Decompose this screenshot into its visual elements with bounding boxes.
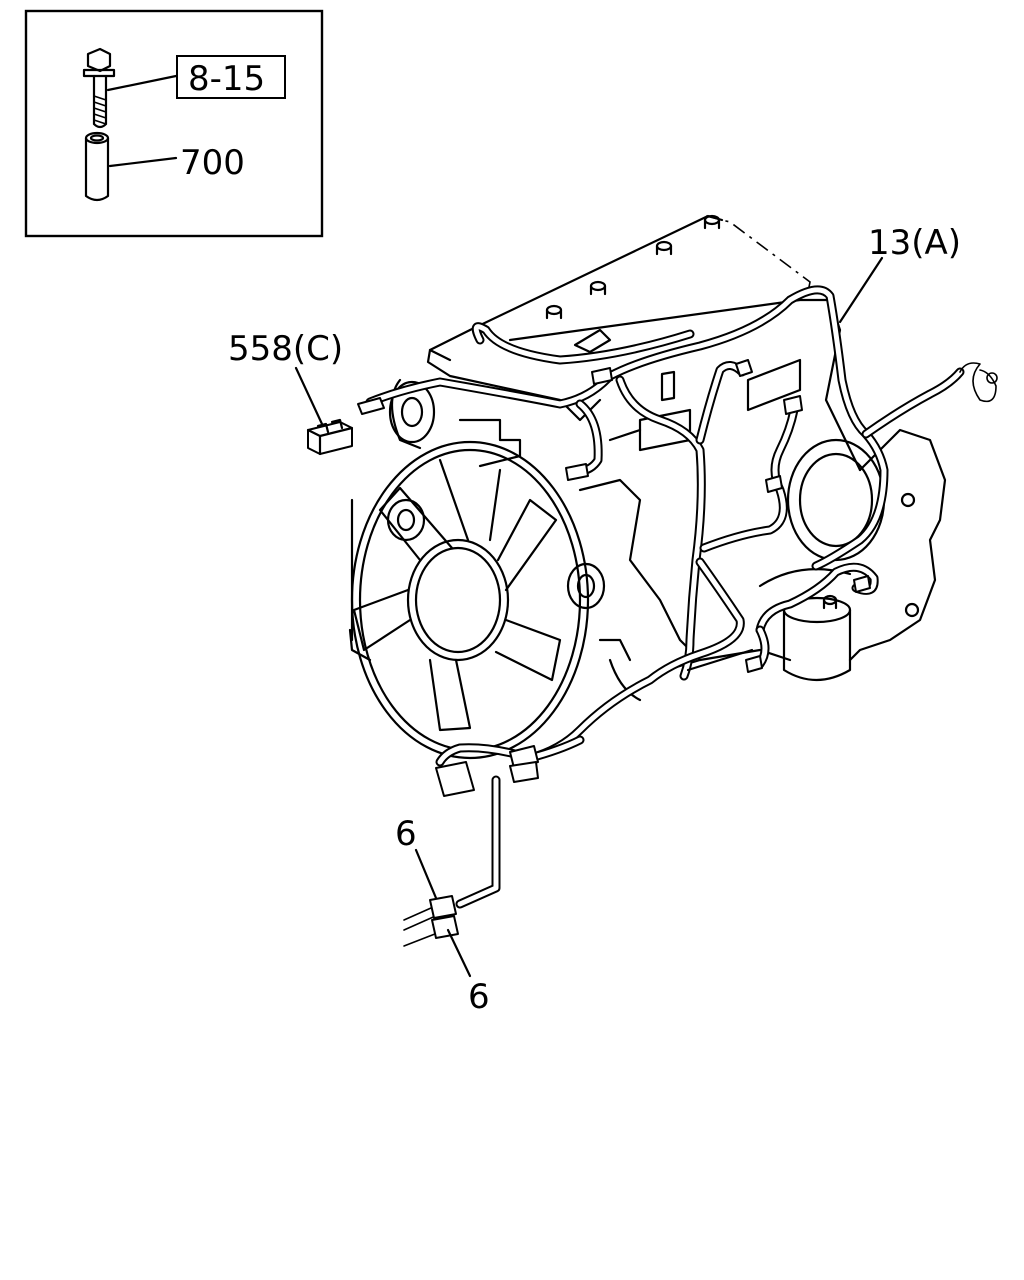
callout-label-sleeve: 700 xyxy=(180,143,245,183)
callout-label-connector: 558(C) xyxy=(228,329,343,369)
connector-558-part xyxy=(306,418,354,456)
callout-label-harness: 13(A) xyxy=(868,223,961,263)
bolt-part xyxy=(82,47,116,129)
clip-lower xyxy=(431,915,459,939)
cooling-fan xyxy=(350,440,606,760)
inset-detail: 8-15 700 xyxy=(24,9,324,238)
callout-label-bolt: 8-15 xyxy=(188,59,265,99)
callout-label-clip-lower: 6 xyxy=(468,977,490,1017)
callout-label-clip-upper: 6 xyxy=(395,814,417,854)
inset-frame xyxy=(24,9,324,238)
clip-upper xyxy=(429,895,457,919)
wire-harness xyxy=(357,285,998,947)
callout-box-bolt xyxy=(176,55,286,99)
starter-motor xyxy=(758,568,852,681)
sleeve-part xyxy=(84,131,110,202)
cover-bolts xyxy=(545,214,721,320)
callout-leaders xyxy=(294,256,884,978)
engine-block xyxy=(348,214,947,702)
